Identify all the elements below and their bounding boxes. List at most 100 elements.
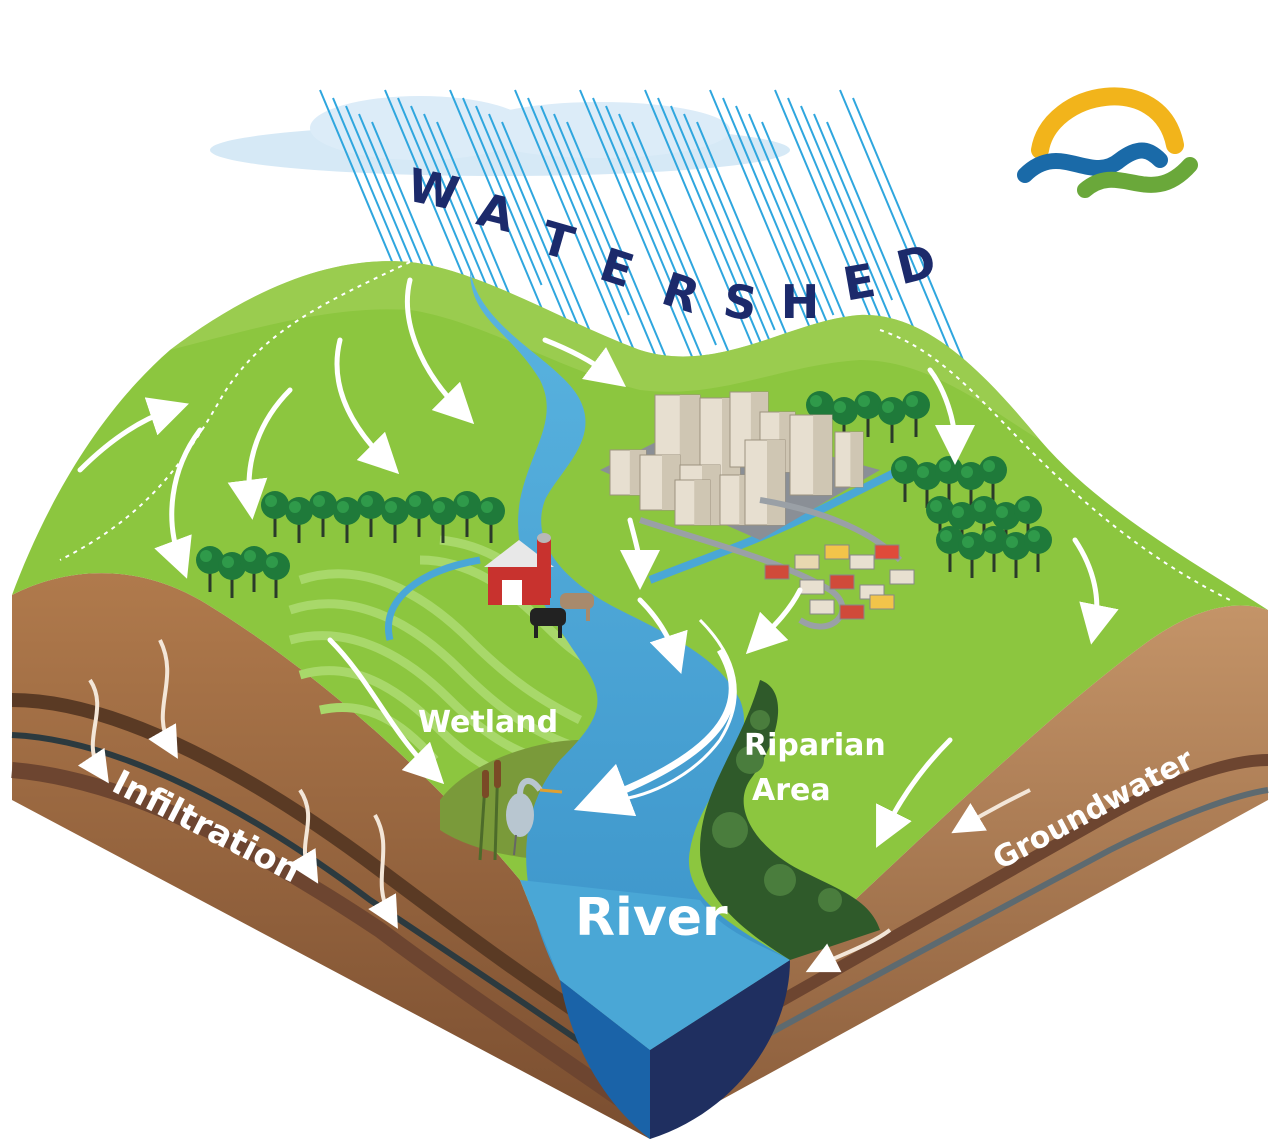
tree-highlight [834,401,846,413]
title-letter: W [403,158,464,221]
building-side [679,395,700,465]
tree-highlight [409,495,421,507]
rain-line [631,121,746,391]
title-letter: R [656,262,706,324]
house [799,579,825,595]
tree-highlight [882,401,894,413]
label-riparian-line1: Riparian [744,728,886,763]
house [829,574,855,590]
rain-line [683,113,776,331]
building-side [850,432,863,487]
tree-highlight [385,501,397,513]
rain-line [605,105,689,301]
title-letter: A [472,182,520,243]
title-letter: S [720,273,760,331]
rain-line [839,89,951,351]
tree-highlight [481,501,493,513]
house [824,544,850,560]
rain-line [475,105,572,331]
tree-highlight [313,495,325,507]
tree-highlight [1006,536,1018,548]
rain-line [748,113,835,316]
title-letter: H [781,275,820,329]
house [849,554,875,570]
tree-highlight [1018,500,1030,512]
infiltration-arrows [77,639,398,929]
rain-line [319,89,397,271]
groundwater-arrows [805,788,1031,973]
house [889,569,915,585]
tree-highlight [289,501,301,513]
tree-highlight [200,550,212,562]
riparian-texture [712,710,842,912]
tree-highlight [433,501,445,513]
soil-left-face [12,573,650,1139]
tree-highlight [983,460,995,472]
tributary-right [648,466,902,584]
tree-highlight [996,506,1008,518]
runoff-arrows [77,277,1243,848]
tree-highlight [906,395,918,407]
rain-line [553,113,659,361]
tree-highlight [974,500,986,512]
river-cross-section-deep [650,960,790,1139]
tree-highlight [962,536,974,548]
tree-highlight [984,530,996,542]
tree-highlight [457,495,469,507]
tree-highlight [337,501,349,513]
tree-highlight [265,495,277,507]
tree-highlight [917,466,929,478]
tree-highlight [858,395,870,407]
tree-highlight [1028,530,1040,542]
river-front-face [520,880,790,1050]
tree-highlight [810,395,822,407]
tree-highlight [361,495,373,507]
river-flow-arrow [573,648,736,817]
title-letter: E [839,253,879,312]
house [794,554,820,570]
house [764,564,790,580]
tree-highlight [266,556,278,568]
title-letter: D [891,234,941,296]
cow-icon [530,593,594,638]
tree-highlight [961,466,973,478]
houses [764,544,915,620]
tree-highlight [244,550,256,562]
tree-highlight [895,460,907,472]
rain-line [540,105,630,316]
rain-line [462,97,543,286]
rain-line [813,113,894,301]
soil-right-face [650,605,1268,1139]
house [869,594,895,610]
heron-icon [506,778,563,856]
tree-highlight [930,500,942,512]
rain-line [618,113,717,346]
cattails [478,759,501,861]
building-side [694,480,710,525]
label-river: River [575,888,728,948]
barn-icon [484,533,554,605]
building-side [813,415,832,495]
rain-line [826,121,922,346]
river [470,270,790,1050]
label-riparian-line2: Area [752,773,831,808]
tributary-left [385,556,481,641]
tree-highlight [939,460,951,472]
house [809,599,835,615]
tree-clusters [196,391,1052,598]
tree-highlight [222,556,234,568]
river-cross-section [560,980,650,1139]
rain-line [696,121,805,376]
tree-highlight [952,506,964,518]
logo-icon [1017,87,1198,198]
building-side [767,440,785,525]
title-letter: T [535,210,581,271]
label-wetland: Wetland [418,705,558,740]
rain-line [852,97,979,396]
tree-highlight [940,530,952,542]
rain-line [397,97,484,301]
house [874,544,900,560]
rain-line [644,89,775,396]
house [839,604,865,620]
